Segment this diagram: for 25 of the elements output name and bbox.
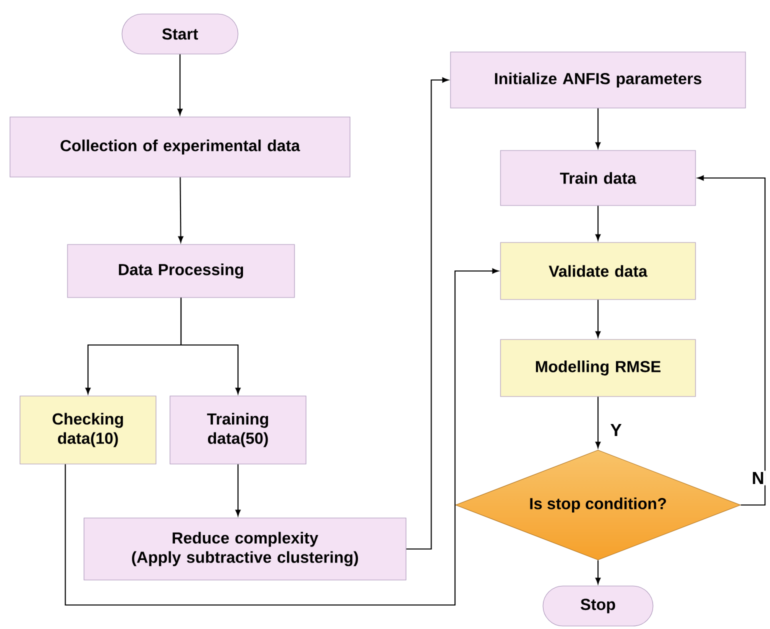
arrow bbox=[235, 464, 241, 516]
arrow bbox=[595, 206, 601, 241]
terminal-pill: Stop bbox=[542, 586, 654, 626]
process-box: Data Processing bbox=[67, 244, 295, 298]
arrow bbox=[64, 268, 499, 606]
process-box: Train data bbox=[500, 150, 696, 206]
arrow bbox=[595, 560, 601, 584]
arrow bbox=[180, 298, 241, 394]
process-box: Validate data bbox=[500, 242, 696, 300]
arrow bbox=[595, 300, 601, 338]
arrow bbox=[595, 108, 601, 149]
process-box: Reduce complexity (Apply subtractive clustering) bbox=[84, 518, 406, 580]
process-box: Modelling RMSE bbox=[500, 339, 696, 397]
arrow bbox=[697, 175, 766, 506]
arrow bbox=[406, 77, 449, 550]
arrow bbox=[595, 396, 601, 448]
arrow bbox=[178, 177, 184, 243]
process-box: Collection of experimental data bbox=[10, 116, 350, 178]
arrow bbox=[177, 54, 183, 116]
process-box: Initialize ANFIS parameters bbox=[450, 52, 746, 108]
terminal-pill: Start bbox=[122, 14, 238, 54]
process-box: Checking data(10) bbox=[20, 396, 156, 464]
edge-label: Y bbox=[608, 422, 624, 438]
edge-label: N bbox=[750, 470, 766, 486]
process-box: Training data(50) bbox=[170, 396, 306, 464]
